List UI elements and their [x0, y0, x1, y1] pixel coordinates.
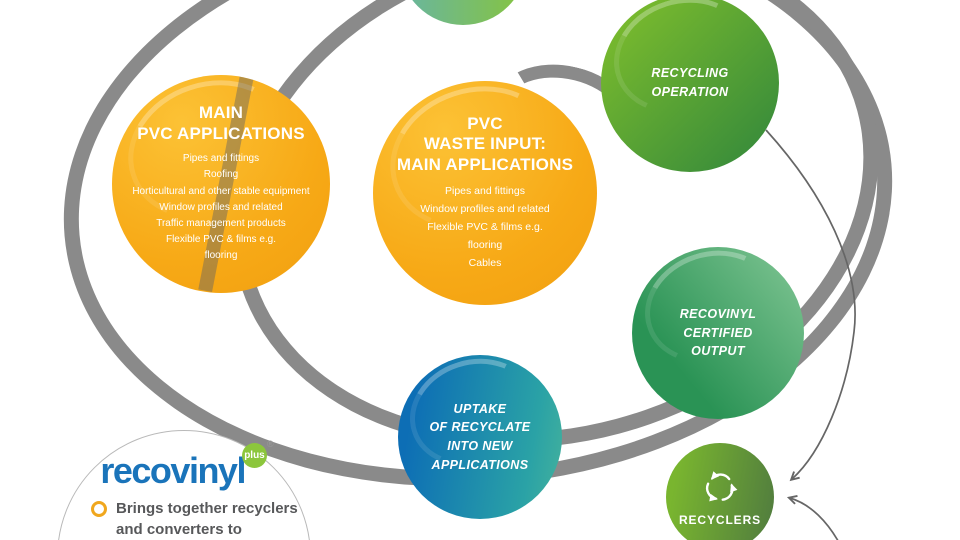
main-pvc-applications-circle: MAIN PVC APPLICATIONS Pipes and fittings…	[112, 75, 330, 293]
main-pvc-items: Pipes and fittings Roofing Horticultural…	[132, 151, 309, 264]
recovinyl-logo-text: recovinyl	[100, 450, 246, 491]
list-item: Flexible PVC & films e.g.	[165, 234, 277, 246]
recycling-arrows-icon	[705, 470, 738, 501]
recovinyl-certified-output-label: RECOVINYL CERTIFIED OUTPUT	[679, 306, 757, 359]
list-item: flooring	[204, 250, 238, 262]
info-bullet-item: Brings together recyclers and converters…	[91, 498, 310, 540]
recycling-operation-circle: RECYCLING OPERATION	[599, 0, 779, 172]
list-item: Pipes and fittings	[182, 153, 260, 165]
list-item: Flexible PVC & films e.g.	[427, 221, 543, 234]
arrow-bottom-to-recyclers	[786, 494, 839, 540]
recycling-operation-label: RECYCLING OPERATION	[651, 66, 729, 99]
info-bullet-text: Brings together recyclers and converters…	[116, 500, 298, 539]
recovinyl-plus-badge: plus	[241, 443, 267, 468]
uptake-circle: UPTAKE OF RECYCLATE INTO NEW APPLICATION…	[396, 342, 562, 519]
list-item: Roofing	[203, 169, 239, 181]
list-item: Cables	[468, 257, 502, 270]
recyclers-circle: RECYCLERS	[666, 443, 774, 540]
uptake-label: UPTAKE OF RECYCLATE INTO NEW APPLICATION…	[429, 401, 531, 472]
list-item: flooring	[467, 239, 503, 252]
recovinyl-certified-output-circle: RECOVINYL CERTIFIED OUTPUT	[630, 234, 804, 419]
list-item: Window profiles and related	[420, 203, 550, 216]
registered-trademark: ®	[266, 439, 274, 449]
recyclers-label: RECYCLERS	[678, 512, 762, 527]
main-pvc-title: MAIN PVC APPLICATIONS	[137, 103, 305, 143]
list-item: Pipes and fittings	[445, 184, 525, 197]
list-item: Traffic management products	[156, 217, 286, 229]
ring-bullet-icon	[91, 501, 107, 517]
recovinyl-info-circle: recovinyl plus ® Brings together recycle…	[57, 430, 311, 540]
pvc-waste-items: Pipes and fittings Window profiles and r…	[397, 182, 573, 272]
list-item: Window profiles and related	[159, 201, 283, 213]
pvc-waste-title: PVC WASTE INPUT: MAIN APPLICATIONS	[396, 113, 574, 174]
pvc-waste-input-circle: PVC WASTE INPUT: MAIN APPLICATIONS Pipes…	[373, 81, 597, 305]
recovinyl-logo: recovinyl plus ®	[100, 439, 273, 491]
list-item: Horticultural and other stable equipment	[132, 185, 310, 197]
